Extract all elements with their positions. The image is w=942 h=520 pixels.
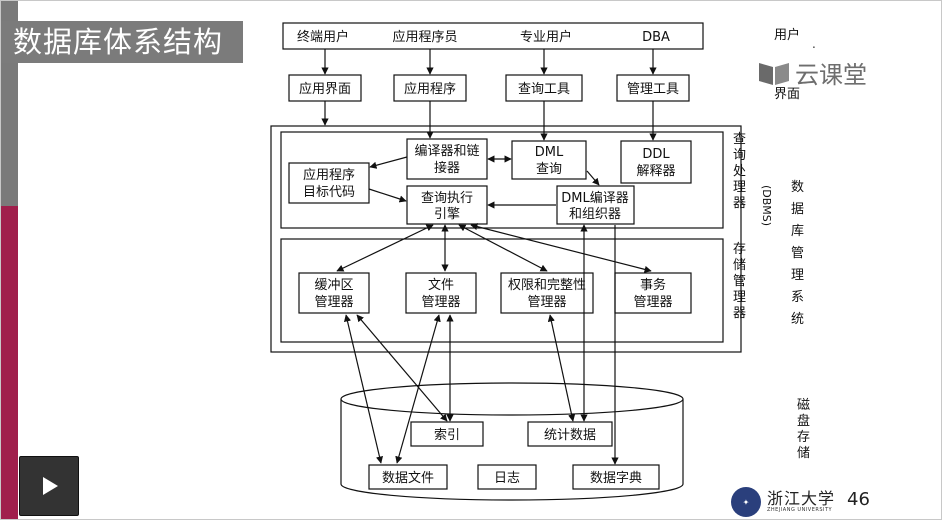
file-label-1: 文件 [428,278,454,293]
arrow-file-data-files [395,314,441,464]
authority-label-2: 管理器 [527,295,566,310]
university-en-name: ZHEJIANG UNIVERSITY [767,507,833,513]
dbms-outer-box [270,125,742,353]
dml-compiler-label-2: 和组织器 [569,207,621,222]
transaction-label-2: 管理器 [633,295,672,310]
engine-label-1: 查询执行 [421,191,473,206]
user-programmer-label: 应用程序员 [392,29,457,45]
side-label-dbms-name: 数据库管理系统 [791,180,804,327]
ddl-interpreter-box [620,140,692,184]
university-seal-icon: ✦ [731,487,761,517]
transaction-label-1: 事务 [640,277,666,293]
data-dictionary-box [572,464,660,490]
university-logo: ✦ 浙江大学 ZHEJIANG UNIVERSITY [731,487,835,517]
app-program-label: 应用程序 [404,81,456,97]
data-files-label: 数据文件 [382,471,434,486]
file-manager-box [405,272,477,314]
users-bar [282,22,704,50]
compiler-label-2: 接器 [434,160,460,176]
user-expert-label: 专业用户 [520,29,572,45]
data-dictionary-label: 数据字典 [590,471,642,486]
ddl-label-2: 解释器 [636,164,675,179]
disk-cylinder-top [340,382,684,416]
arrow-compiler-to-target-code [369,156,408,169]
target-code-label-1: 应用程序 [303,167,355,183]
arrow-authority-statistics [547,314,576,422]
side-label-disk-storage: 磁盘存储 [797,398,810,461]
dml-compiler-box [556,185,635,225]
side-label-storage-manager: 存储管理器 [733,242,746,321]
slide-title: 数据库体系结构 [1,21,243,63]
dml-compiler-label-1: DML编译器 [561,191,628,206]
side-label-query-processor: 查询处理器 [733,132,746,211]
side-label-user: 用户 [774,27,800,43]
admin-tool-label: 管理工具 [627,82,679,97]
book-icon [759,62,789,85]
dml-query-box [511,140,587,180]
brand-name: 云课堂 [795,61,867,89]
log-label: 日志 [494,471,520,486]
interface-box-app-program [393,74,467,102]
compiler-label-1: 编译器和链 [414,144,479,159]
arrow-engine-buffer [336,224,434,272]
user-terminal-label: 终端用户 [297,29,349,45]
brand-logo: 云课堂 [757,55,867,90]
index-label: 索引 [434,428,460,443]
statistics-label: 统计数据 [544,428,596,443]
compiler-linker-box [406,138,488,180]
authority-label-1: 权限和完整性 [508,277,586,293]
arrow-engine-transaction [470,223,652,273]
app-target-code-box [288,162,370,204]
data-files-box [368,464,448,490]
query-engine-box [406,185,488,225]
side-label-dbms-abbr: (DBMS) [760,185,773,226]
dml-query-label-1: DML [535,145,564,160]
stray-mark: . [812,37,816,51]
buffer-manager-box [298,272,370,314]
engine-label-2: 引擎 [434,207,460,222]
buffer-label-1: 缓冲区 [314,278,353,293]
transaction-manager-box [614,272,692,314]
arrow-dml-query-to-compiler [586,170,600,186]
authority-manager-box [500,272,594,314]
dml-query-label-2: 查询 [536,162,562,177]
interface-box-query-tool [505,74,583,102]
arrow-target-code-to-engine [368,188,407,203]
buffer-label-2: 管理器 [314,295,353,310]
ddl-label-1: DDL [642,147,670,162]
user-dba-label: DBA [642,30,670,45]
statistics-box [527,421,613,447]
app-ui-label: 应用界面 [299,81,351,97]
page-number: 46 [847,489,870,510]
play-icon [43,477,58,495]
interface-box-admin-tool [616,74,690,102]
play-button[interactable] [19,456,79,516]
side-accent-red [1,206,18,519]
target-code-label-2: 目标代码 [303,185,355,200]
interface-box-app-ui [288,74,362,102]
side-label-ui: 界面 [774,87,800,102]
query-tool-label: 查询工具 [518,82,570,97]
arrow-engine-authority [458,224,548,272]
log-box [477,464,537,490]
file-label-2: 管理器 [421,295,460,310]
university-name: 浙江大学 [767,489,836,508]
